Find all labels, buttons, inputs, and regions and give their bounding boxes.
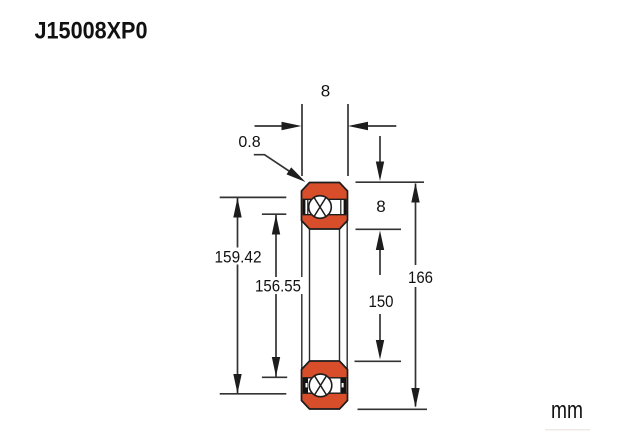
svg-text:150: 150 [369, 292, 394, 311]
svg-text:0.8: 0.8 [238, 134, 260, 151]
svg-text:J15008XP0: J15008XP0 [35, 17, 148, 44]
svg-text:159.42: 159.42 [215, 248, 262, 267]
svg-text:8: 8 [376, 197, 385, 216]
svg-text:166: 166 [408, 268, 433, 287]
svg-text:8: 8 [321, 82, 330, 101]
svg-text:mm: mm [551, 397, 583, 424]
svg-text:156.55: 156.55 [255, 277, 301, 296]
